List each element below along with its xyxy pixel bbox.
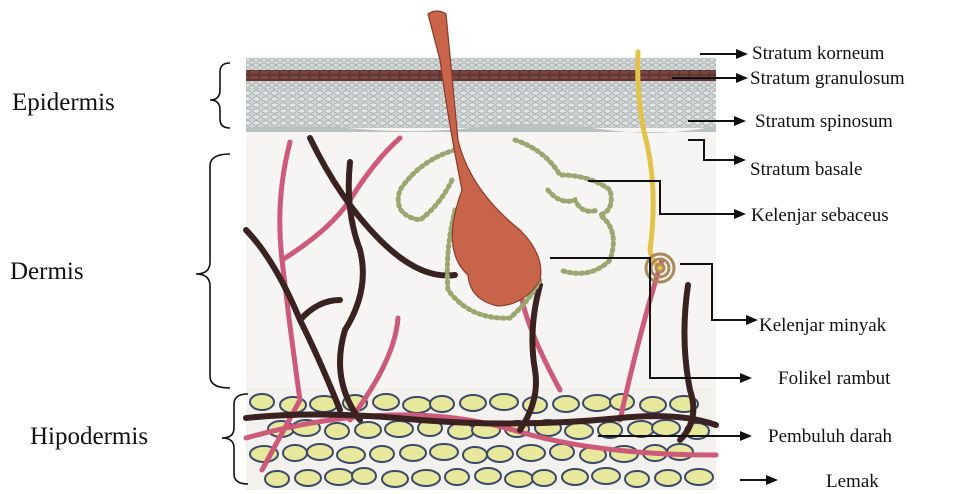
fat-cell	[532, 470, 556, 486]
stratum-spinosum-label: Stratum spinosum	[755, 112, 893, 131]
fat-cell	[337, 447, 365, 463]
stratum-granulosum-layer	[246, 70, 716, 81]
folikel-rambut-label: Folikel rambut	[778, 369, 890, 388]
fat-cell	[628, 421, 654, 437]
stratum-korneum-label: Stratum korneum	[752, 44, 884, 63]
fat-cell	[325, 423, 349, 439]
fat-cell	[400, 445, 426, 461]
fat-cell	[382, 471, 408, 487]
pembuluh-darah-label: Pembuluh darah	[768, 427, 892, 446]
fat-cell	[463, 447, 487, 463]
fat-cell	[355, 422, 381, 438]
fat-cell	[490, 394, 518, 410]
fat-cell	[370, 446, 394, 462]
kelenjar-minyak-label: Kelenjar minyak	[759, 316, 886, 335]
fat-cell	[430, 444, 458, 460]
fat-cell	[250, 394, 274, 410]
fat-cell	[487, 446, 513, 462]
fat-cell	[583, 395, 611, 411]
epidermis-layer	[246, 58, 716, 133]
fat-cell	[412, 470, 440, 486]
fat-cell	[265, 471, 289, 487]
stratum-spinosum-layer	[246, 89, 716, 128]
stratum-basale-label: Stratum basale	[750, 160, 862, 179]
stratum-granulosum-label: Stratum granulosum	[750, 69, 905, 88]
fat-cell	[652, 420, 680, 436]
fat-cell	[460, 395, 486, 411]
fat-cell	[283, 445, 307, 461]
fat-cell	[685, 469, 713, 485]
fat-cell	[307, 444, 333, 460]
fat-cell	[565, 423, 593, 439]
fat-cell	[505, 471, 533, 487]
lemak-label: Lemak	[826, 472, 879, 491]
stratum-korneum-layer	[246, 58, 716, 70]
fat-cell	[517, 445, 545, 461]
epidermis-label: Epidermis	[12, 90, 115, 115]
hypodermis-layer	[246, 388, 716, 490]
dermis-label: Dermis	[10, 259, 84, 284]
fat-cell	[430, 396, 454, 412]
fat-cell	[295, 470, 321, 486]
fat-cell	[625, 471, 649, 487]
hipodermis-label: Hipodermis	[30, 424, 148, 449]
epidermis-bracket	[210, 63, 230, 128]
fat-cell	[403, 397, 431, 413]
fat-cell	[445, 469, 469, 485]
fat-cell	[385, 421, 413, 437]
region-brackets	[196, 63, 248, 484]
fat-cell	[373, 394, 399, 410]
fat-cell	[352, 468, 376, 484]
fat-cell	[562, 469, 588, 485]
fat-cell	[592, 468, 620, 484]
fat-cell	[553, 396, 579, 412]
kelenjar-sebaceus-label: Kelenjar sebaceus	[751, 206, 889, 225]
fat-cell	[475, 468, 501, 484]
fat-cell	[655, 470, 681, 486]
fat-cell	[550, 444, 574, 460]
fat-cell	[325, 469, 353, 485]
fat-cell	[640, 397, 666, 413]
dermis-bracket	[196, 154, 230, 388]
